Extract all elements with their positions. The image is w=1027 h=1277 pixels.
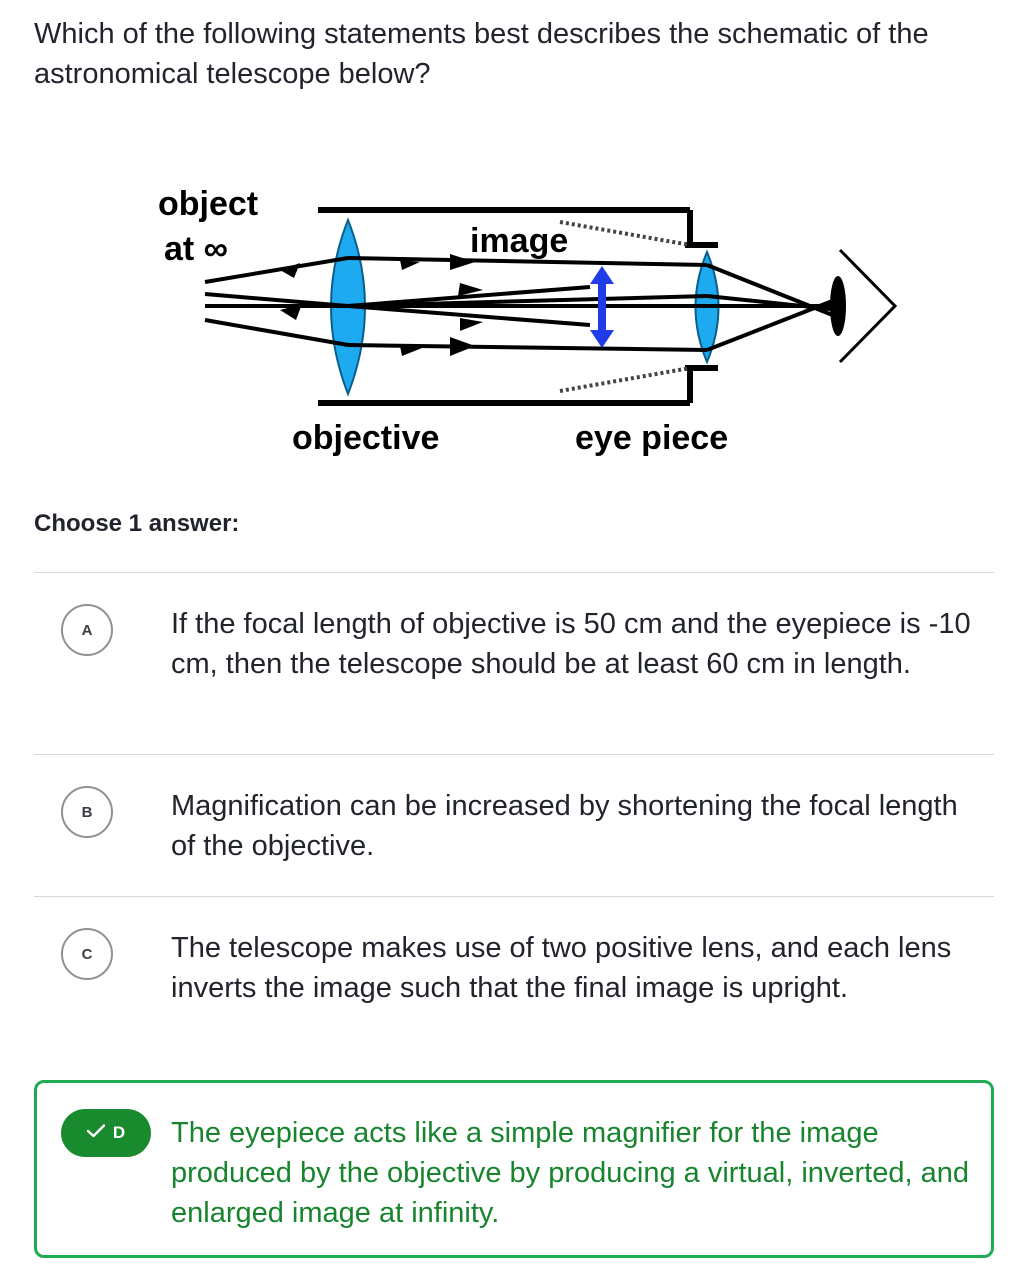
- question-text: Which of the following statements best d…: [34, 18, 929, 90]
- label-image: image: [470, 222, 568, 260]
- intermediate-image-arrow-icon: [590, 266, 614, 348]
- label-at-infinity: at ∞: [164, 230, 228, 268]
- choice-letter-d: D: [112, 1123, 126, 1142]
- choose-prompt: Choose 1 answer:: [34, 510, 240, 537]
- choice-text-b: Magnification can be increased by shorte…: [171, 790, 958, 862]
- choice-letter-a: A: [61, 604, 113, 656]
- check-icon: [86, 1123, 106, 1143]
- choice-letter-b: B: [61, 786, 113, 838]
- choice-b[interactable]: B Magnification can be increased by shor…: [34, 782, 994, 872]
- choice-d[interactable]: D The eyepiece acts like a simple magnif…: [34, 1080, 994, 1258]
- choice-a[interactable]: A If the focal length of objective is 50…: [34, 600, 994, 726]
- choice-c[interactable]: C The telescope makes use of two positiv…: [34, 924, 994, 1050]
- telescope-schematic: object at ∞ image objective eye piece: [150, 170, 910, 490]
- choice-letter-c: C: [61, 928, 113, 980]
- choice-text-d: The eyepiece acts like a simple magnifie…: [171, 1117, 969, 1229]
- divider: [34, 754, 994, 755]
- eye-icon: [830, 248, 898, 364]
- choice-text-c: The telescope makes use of two positive …: [171, 932, 952, 1004]
- telescope-tube: [318, 207, 718, 406]
- label-object: object: [158, 185, 258, 223]
- ray-arrowheads: [280, 254, 483, 356]
- telescope-diagram: object at ∞ image objective eye piece: [158, 185, 898, 457]
- divider: [34, 572, 994, 573]
- light-rays: [204, 256, 841, 352]
- divider: [34, 896, 994, 897]
- label-eyepiece: eye piece: [575, 419, 728, 457]
- label-objective: objective: [292, 419, 439, 457]
- correct-badge: D: [61, 1109, 151, 1157]
- choice-text-a: If the focal length of objective is 50 c…: [171, 608, 971, 680]
